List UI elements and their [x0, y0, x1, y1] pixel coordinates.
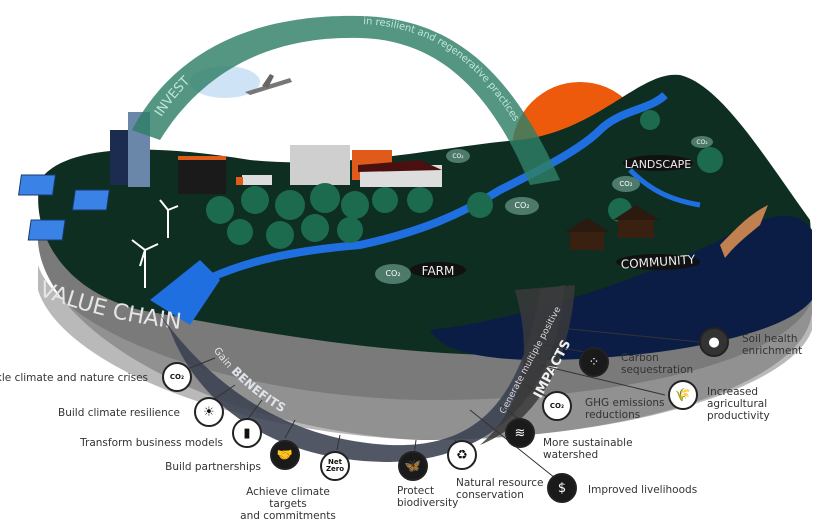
molecule-icon: ⁘: [579, 347, 609, 377]
impact-label: GHG emissions reductions: [585, 397, 665, 421]
handshake-icon: 🤝: [270, 440, 300, 470]
waterfall-icon: ≋: [505, 418, 535, 448]
impact-label: More sustainable watershed: [543, 437, 633, 461]
impact-label: Protect biodiversity: [397, 485, 459, 509]
benefit-label: Build partnerships: [165, 461, 261, 473]
svg-text:CO₂: CO₂: [514, 201, 529, 210]
wind-turbine: [131, 199, 179, 288]
svg-text:CO₂: CO₂: [619, 180, 632, 188]
soil-icon: ●: [699, 327, 729, 357]
co2-cloud-icon: CO₂: [691, 136, 713, 148]
benefits-arc: [150, 285, 565, 462]
zone-label-community: COMMUNITY: [620, 252, 696, 271]
butterfly-icon: 🦋: [398, 451, 428, 481]
co2-cloud-icon: CO₂: [162, 362, 192, 392]
co2-cloud-icon: CO₂: [375, 264, 411, 284]
money-bag-icon: $: [547, 473, 577, 503]
svg-text:CO₂: CO₂: [696, 139, 708, 146]
net-zero-icon: Net Zero: [320, 451, 350, 481]
co2-cloud-icon: CO₂: [612, 176, 640, 192]
sun-cloud-icon: ☀: [194, 397, 224, 427]
invest-arc: [132, 15, 560, 185]
airplane-icon: [245, 74, 292, 95]
connector-lines: [189, 327, 701, 479]
solar-panels: [18, 174, 110, 241]
impact-label: Soil health enrichment: [742, 333, 803, 357]
svg-text:CO₂: CO₂: [452, 153, 464, 160]
svg-text:CO₂: CO₂: [385, 269, 400, 278]
community-huts: [565, 205, 660, 250]
impact-label: Natural resource conservation: [456, 477, 544, 501]
impact-label: Carbon sequestration: [621, 352, 694, 376]
shop-building: [178, 158, 226, 194]
impact-label: Increased agricultural productivity: [707, 386, 770, 422]
truck: [242, 175, 272, 185]
zone-label-landscape: LANDSCAPE: [625, 158, 691, 171]
crop-icon: 🌾: [668, 380, 698, 410]
co2-cloud-icon: CO₂: [505, 197, 539, 215]
recycle-lef-icon: ♻: [447, 440, 477, 470]
benefit-label: Tackle climate and nature crises: [0, 372, 148, 384]
impacts-arc: [480, 285, 575, 445]
bar-chart-icon: ▮: [232, 418, 262, 448]
farm-trees: [206, 110, 723, 249]
zone-label-farm: FARM: [422, 264, 455, 278]
impact-label: Improved livelihoods: [588, 484, 698, 496]
benefit-label: Transform business models: [80, 437, 223, 449]
benefit-label: Build climate resilience: [58, 407, 180, 419]
benefit-label: Achieve climate targets and commitments: [240, 486, 336, 522]
factory: [290, 145, 350, 185]
footprint-co2-icon: CO₂: [542, 391, 572, 421]
co2-cloud-icon: CO₂: [446, 149, 470, 163]
